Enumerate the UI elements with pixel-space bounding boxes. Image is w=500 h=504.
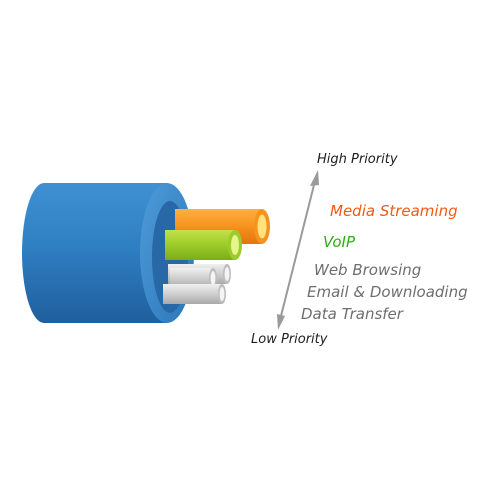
tier-web-browsing: Web Browsing (314, 261, 422, 279)
fiber-gray-middle (170, 268, 217, 288)
tier-voip: VoIP (323, 233, 356, 251)
fiber-green (165, 230, 242, 260)
tier-data-transfer: Data Transfer (301, 305, 403, 323)
tier-media-streaming: Media Streaming (330, 202, 458, 220)
tier-email-downloading: Email & Downloading (307, 283, 468, 301)
high-priority-label: High Priority (317, 152, 398, 167)
fiber-gray-bottom (163, 284, 226, 304)
low-priority-label: Low Priority (251, 332, 328, 347)
priority-arrow (277, 170, 319, 330)
